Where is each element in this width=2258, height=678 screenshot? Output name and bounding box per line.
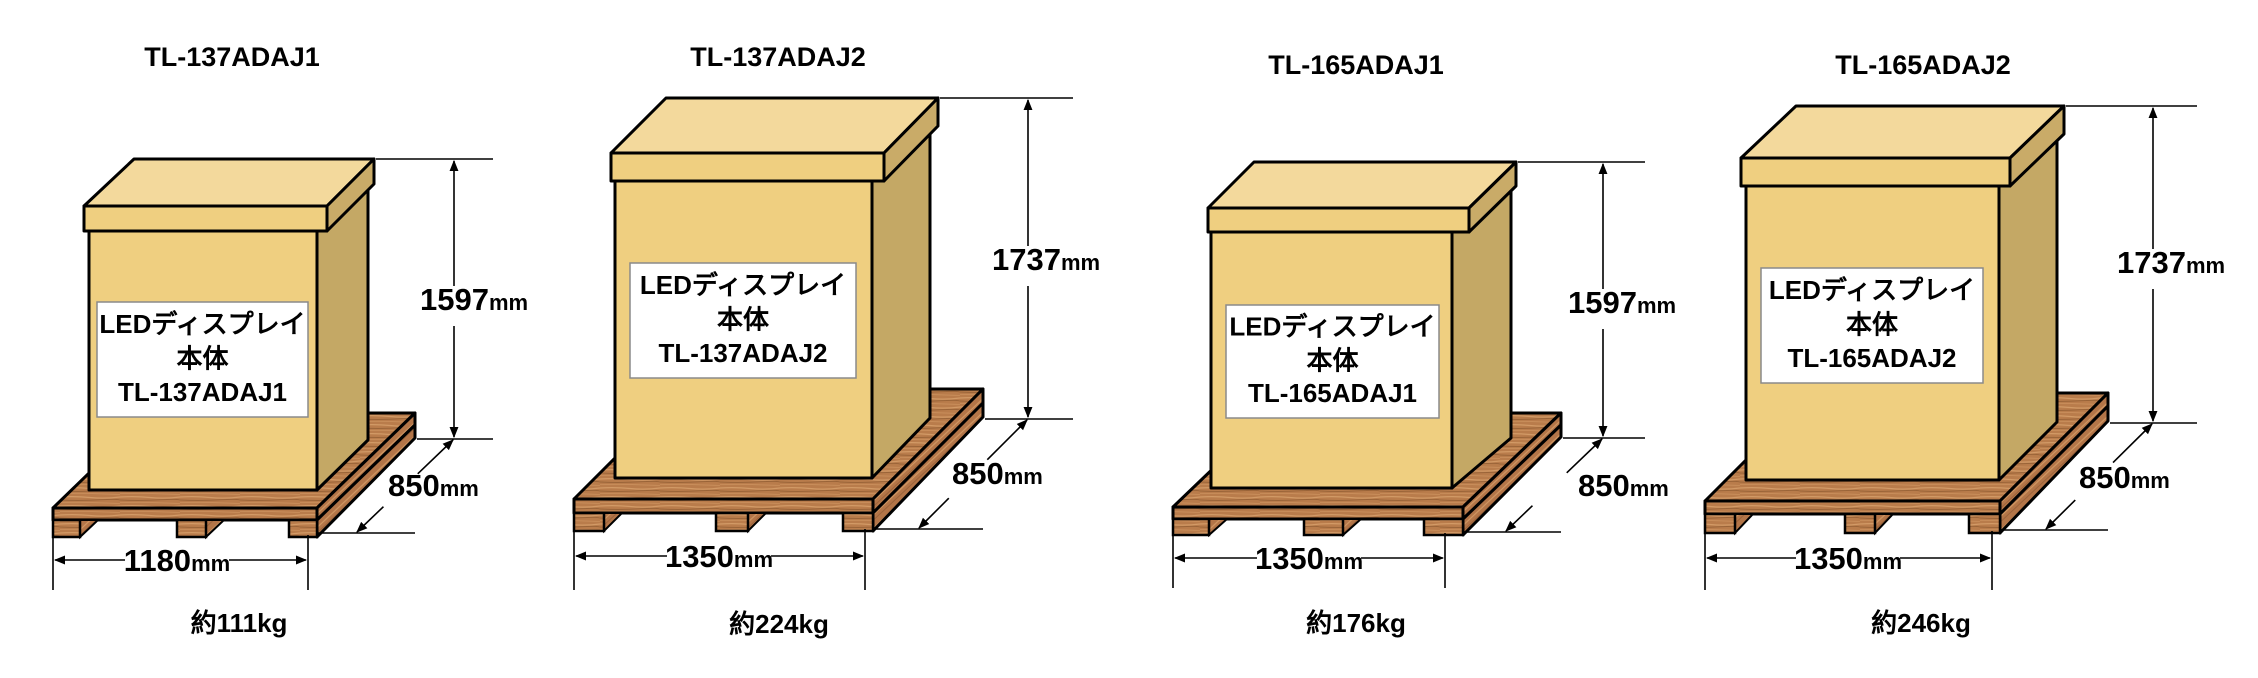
lid-front: [1739, 156, 2012, 188]
box-label-card: [96, 301, 309, 418]
model-title: TL-165ADAJ2: [1835, 50, 2011, 80]
pallet-foot: [175, 518, 227, 540]
model-title: TL-137ADAJ2: [690, 42, 866, 72]
box-label-line: TL-165ADAJ1: [1248, 378, 1417, 408]
box-label-card: [1225, 304, 1440, 419]
box-label-line: TL-137ADAJ2: [658, 338, 827, 368]
height-dimension: 1737mm: [940, 97, 1100, 420]
height-label: 1597mm: [1568, 285, 1676, 320]
box-label-line: TL-137ADAJ1: [118, 377, 287, 407]
pallet-foot: [1302, 517, 1364, 538]
model-title: TL-165ADAJ1: [1268, 50, 1444, 80]
width-dimension: 1350mm: [1704, 531, 1993, 590]
package-unit: TL-137ADAJ1LEDディスプレイ本体TL-137ADAJ11597mm8…: [51, 42, 528, 638]
package-unit: TL-165ADAJ2LEDディスプレイ本体TL-165ADAJ21737mm8…: [1703, 50, 2225, 638]
lid-front: [1206, 206, 1471, 234]
depth-label: 850mm: [952, 456, 1043, 491]
pallet-foot: [1703, 512, 1756, 536]
width-label: 1350mm: [1255, 541, 1363, 576]
width-label: 1350mm: [665, 539, 773, 574]
box-label-line: LEDディスプレイ: [640, 270, 846, 300]
box-label-card: [1760, 267, 1984, 384]
weight-label: 約224kg: [729, 609, 829, 639]
width-label: 1350mm: [1794, 541, 1902, 576]
height-dimension: 1737mm: [2066, 105, 2225, 424]
height-dimension: 1597mm: [1518, 161, 1676, 439]
pallet-front-board: [1171, 505, 1465, 521]
weight-label: 約246kg: [1871, 608, 1971, 638]
width-dimension: 1180mm: [52, 535, 309, 590]
height-dimension: 1597mm: [376, 158, 528, 440]
width-dimension: 1350mm: [573, 529, 866, 590]
box-label-line: LEDディスプレイ: [1229, 312, 1435, 342]
box-label-line: LEDディスプレイ: [99, 309, 305, 339]
box-label-line: 本体: [1306, 345, 1359, 375]
pallet-front-board: [1703, 499, 2002, 516]
pallet-foot: [714, 511, 769, 534]
width-label: 1180mm: [124, 543, 230, 578]
weight-label: 約111kg: [191, 608, 288, 638]
box-label-line: 本体: [176, 344, 229, 374]
pallet-foot: [841, 511, 875, 533]
lid-top: [1206, 160, 1518, 210]
depth-label: 850mm: [388, 468, 479, 503]
box-label-line: LEDディスプレイ: [1769, 275, 1975, 305]
model-title: TL-137ADAJ1: [144, 42, 320, 72]
height-label: 1597mm: [420, 282, 528, 317]
pallet-foot: [51, 518, 101, 540]
pallet-foot: [1171, 517, 1230, 538]
lid-top: [82, 157, 376, 208]
package-unit: TL-165ADAJ1LEDディスプレイ本体TL-165ADAJ11597mm8…: [1171, 50, 1676, 638]
box-label-line: 本体: [1846, 310, 1899, 340]
depth-dimension: 850mm: [873, 419, 1043, 530]
height-label: 1737mm: [992, 242, 1100, 277]
depth-dimension: 850mm: [317, 439, 479, 534]
pallet-front-board: [572, 497, 875, 515]
depth-label: 850mm: [1578, 468, 1669, 503]
box-label-line: 本体: [717, 305, 770, 335]
weight-label: 約176kg: [1306, 608, 1406, 638]
pallet-front-board: [51, 506, 319, 522]
box-label-card: [629, 262, 857, 379]
depth-dimension: 850mm: [1463, 438, 1669, 533]
pallet-foot: [1967, 512, 2002, 535]
lid-front: [609, 151, 886, 183]
depth-label: 850mm: [2079, 460, 2170, 495]
pallet-foot: [1843, 512, 1896, 536]
package-unit: TL-137ADAJ2LEDディスプレイ本体TL-137ADAJ21737mm8…: [572, 42, 1100, 639]
lid-top: [1739, 104, 2066, 160]
depth-dimension: 850mm: [2000, 423, 2170, 531]
lid-top: [609, 96, 940, 155]
lid-front: [82, 204, 329, 233]
pallet-foot: [287, 518, 319, 539]
pallet-foot: [572, 511, 625, 534]
width-dimension: 1350mm: [1172, 533, 1446, 588]
box-label-line: TL-165ADAJ2: [1787, 343, 1956, 373]
pallet-foot: [1422, 517, 1465, 537]
height-label: 1737mm: [2117, 245, 2225, 280]
